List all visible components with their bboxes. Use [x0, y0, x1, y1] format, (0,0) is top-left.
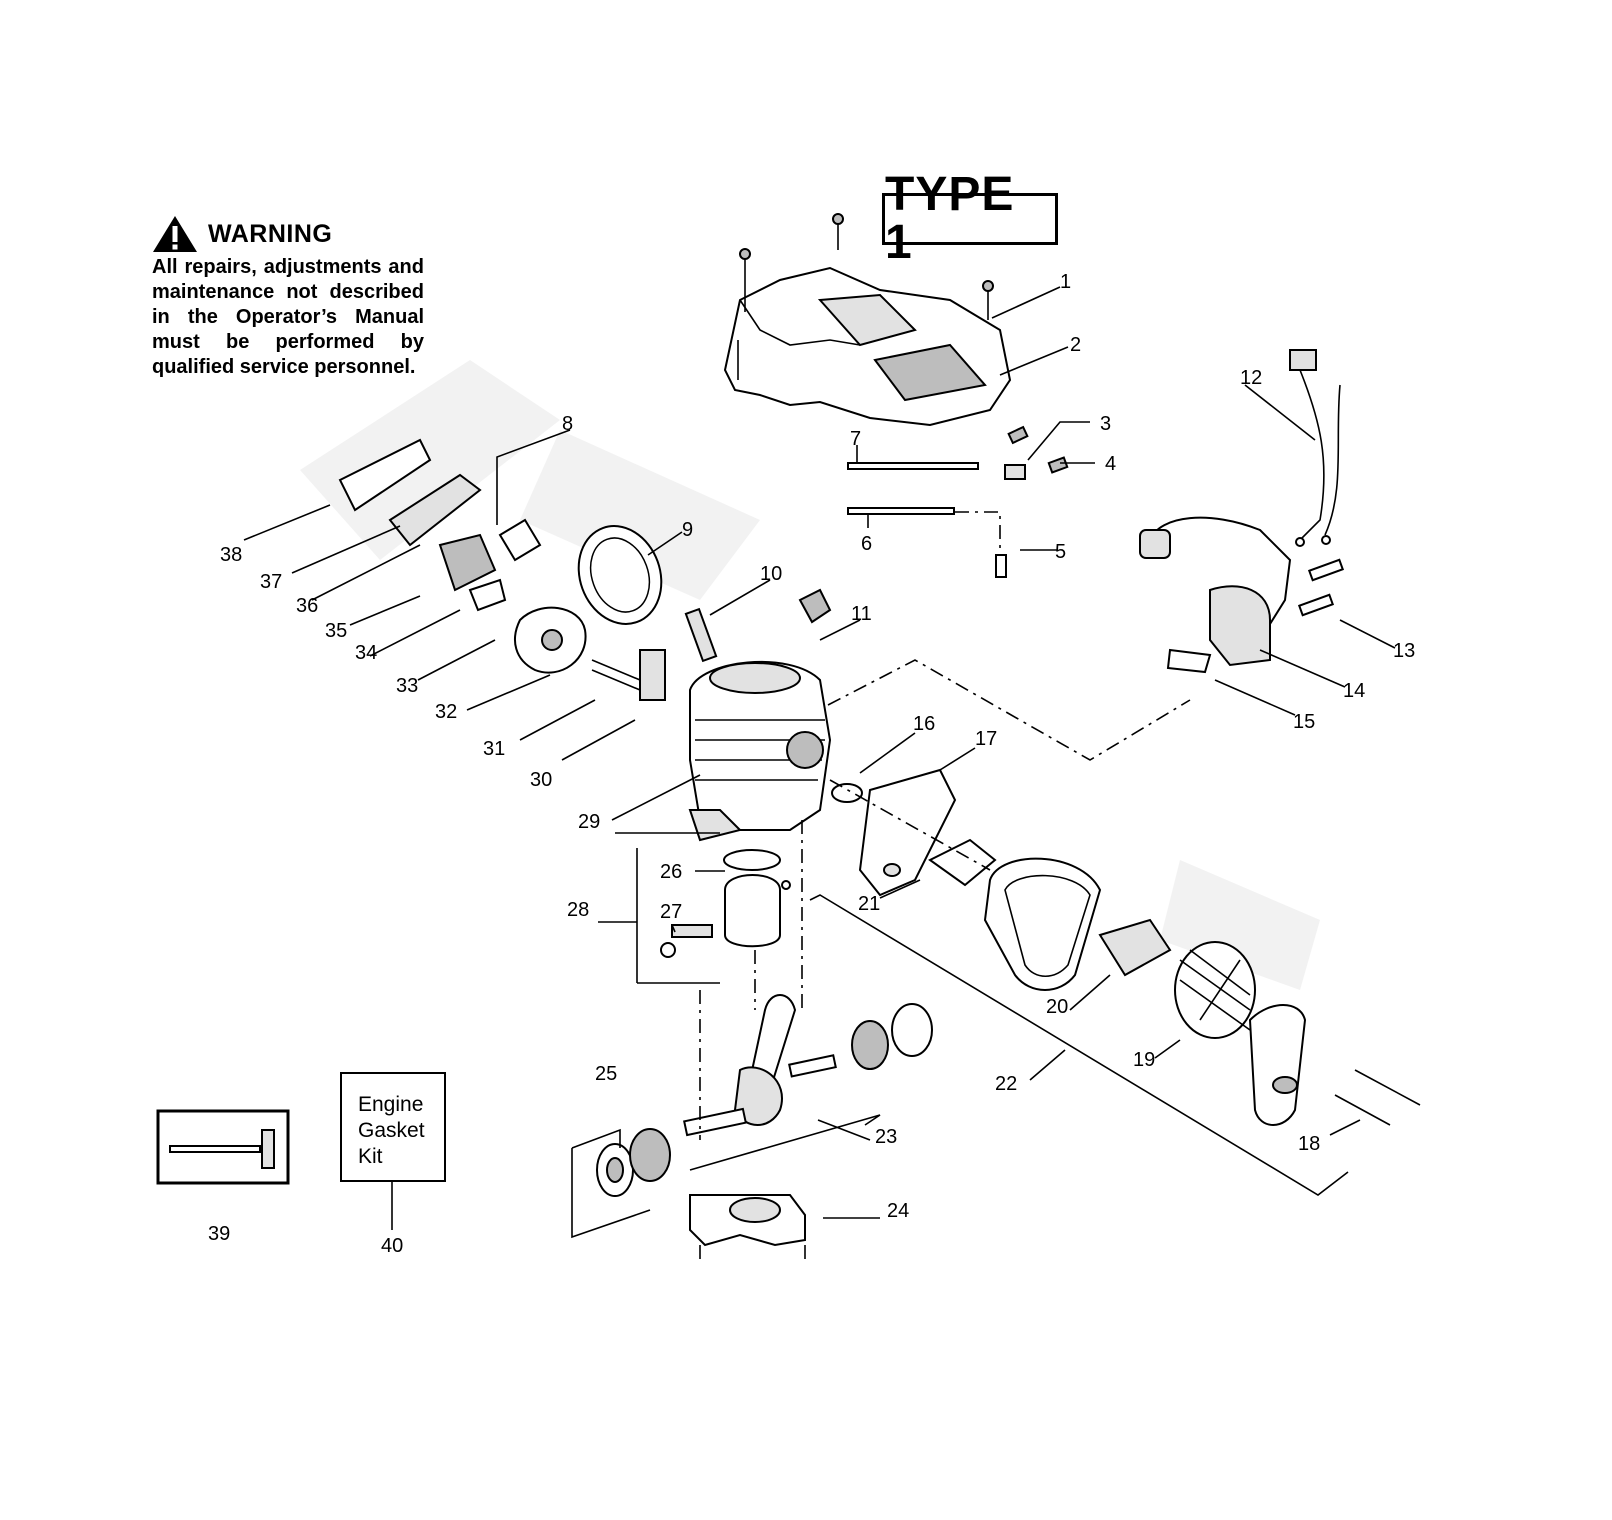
callout-21: 21	[858, 893, 880, 915]
callout-3: 3	[1100, 413, 1111, 435]
type-label: TYPE 1	[885, 168, 1015, 269]
warning-text: All repairs, adjustments and maintenance…	[152, 256, 424, 378]
warning-header: WARNING	[152, 215, 424, 253]
fastener-part	[1004, 425, 1069, 480]
exhaust-gasket-part	[831, 768, 997, 897]
callout-16: 16	[913, 713, 935, 735]
callout-24: 24	[887, 1200, 909, 1222]
callout-13: 13	[1393, 640, 1415, 662]
callout-numbers: 1 2 3 4 5 6 7 8 9 10 11 12 13 14 15 16 1…	[208, 271, 1415, 1257]
callout-32: 32	[435, 701, 457, 723]
callout-18: 18	[1298, 1133, 1320, 1155]
callout-19: 19	[1133, 1049, 1155, 1071]
type-label-box: TYPE 1	[882, 171, 1058, 267]
callout-36: 36	[296, 595, 318, 617]
callout-29: 29	[578, 811, 600, 833]
warning-block: WARNING All repairs, adjustments and mai…	[152, 215, 424, 380]
callout-40: 40	[381, 1235, 403, 1257]
callout-30: 30	[530, 769, 552, 791]
callout-20: 20	[1046, 996, 1068, 1018]
callout-14: 14	[1343, 680, 1365, 702]
cover-screw-part	[737, 213, 994, 380]
callout-26: 26	[660, 861, 682, 883]
tool-part	[156, 1109, 290, 1185]
carb-parts	[338, 438, 587, 674]
callout-35: 35	[325, 620, 347, 642]
callout-23: 23	[875, 1126, 897, 1148]
callout-9: 9	[682, 519, 693, 541]
bearing-part	[596, 1128, 671, 1197]
callout-39: 39	[208, 1223, 230, 1245]
callout-22: 22	[995, 1073, 1017, 1095]
kit-line-2: Gasket	[358, 1119, 425, 1142]
crankshaft-part	[683, 994, 933, 1137]
warning-title: WARNING	[208, 219, 333, 248]
ignition-module-part	[1139, 516, 1345, 674]
callout-5: 5	[1055, 541, 1066, 563]
callout-2: 2	[1070, 334, 1081, 356]
leader-lines	[243, 286, 1396, 1260]
callout-6: 6	[861, 533, 872, 555]
callout-31: 31	[483, 738, 505, 760]
callout-17: 17	[975, 728, 997, 750]
kit-line-3: Kit	[358, 1145, 383, 1168]
callout-4: 4	[1105, 453, 1116, 475]
callout-27: 27	[660, 901, 682, 923]
warning-triangle-icon	[153, 216, 197, 252]
callout-34: 34	[355, 642, 377, 664]
spark-plug-part	[684, 588, 832, 663]
callout-25: 25	[595, 1063, 617, 1085]
callout-33: 33	[396, 675, 418, 697]
wiring-harness-part	[1289, 349, 1341, 547]
callout-7: 7	[850, 428, 861, 450]
callout-1: 1	[1060, 271, 1071, 293]
muffler-part	[983, 857, 1421, 1126]
callout-37: 37	[260, 571, 282, 593]
rods-part	[847, 462, 1007, 578]
callout-10: 10	[760, 563, 782, 585]
callout-38: 38	[220, 544, 242, 566]
callout-12: 12	[1240, 367, 1262, 389]
boot-ring-part	[577, 525, 663, 625]
top-cover-part	[723, 266, 1012, 427]
callout-15: 15	[1293, 711, 1315, 733]
callout-11: 11	[851, 603, 872, 625]
callout-8: 8	[562, 413, 573, 435]
crankcase-part	[689, 1194, 806, 1247]
kit-line-1: Engine	[358, 1093, 424, 1116]
piston-part	[660, 849, 791, 958]
callout-28: 28	[567, 899, 589, 921]
engine-gasket-kit-box: Engine Gasket Kit	[340, 1072, 446, 1182]
